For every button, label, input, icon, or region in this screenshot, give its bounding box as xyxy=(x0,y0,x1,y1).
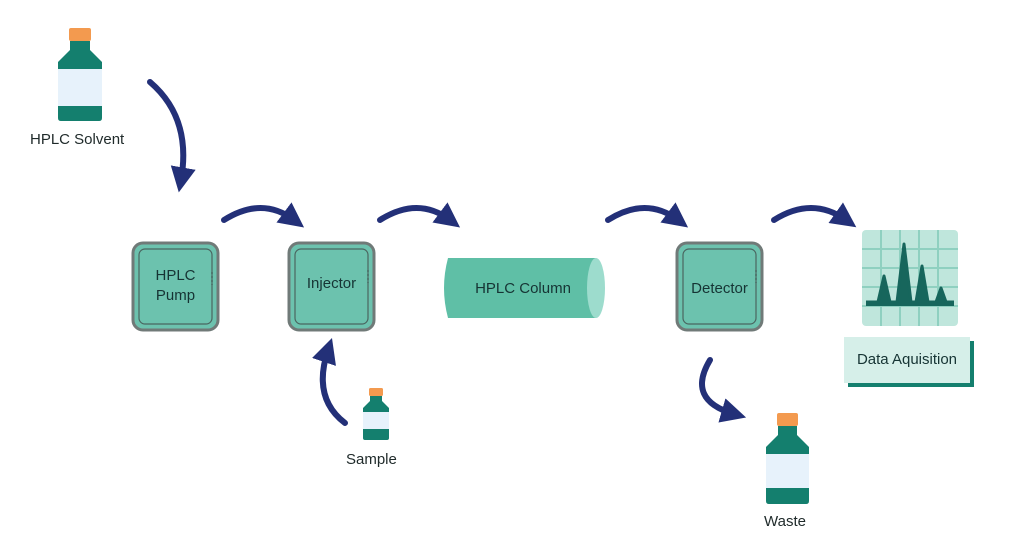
arrow-pump-to-injector xyxy=(221,202,305,228)
column-label: HPLC Column xyxy=(475,280,571,297)
sample-label: Sample xyxy=(346,451,397,468)
pump-label: HPLC Pump xyxy=(137,266,214,306)
arrow-sample-to-injector xyxy=(312,338,348,426)
solvent-bottle-icon xyxy=(58,28,102,121)
arrow-column-to-detector xyxy=(605,202,689,228)
arrow-solvent-to-pump xyxy=(147,79,196,193)
waste-bottle-icon xyxy=(766,413,809,504)
data-acquisition-label: Data Aquisition xyxy=(856,351,958,368)
detector-label: Detector xyxy=(691,280,748,297)
hplc-pump-box xyxy=(131,241,220,332)
hplc-column-cylinder xyxy=(444,258,605,318)
chromatogram-icon xyxy=(862,230,958,326)
waste-label: Waste xyxy=(764,513,806,530)
pump-label-line2: Pump xyxy=(155,287,196,304)
arrow-injector-to-column xyxy=(377,202,461,228)
sample-bottle-icon xyxy=(363,388,389,440)
solvent-label: HPLC Solvent xyxy=(30,131,125,148)
pump-label-line1: HPLC xyxy=(155,267,196,284)
arrow-detector-to-data xyxy=(771,202,857,228)
arrow-detector-to-waste xyxy=(699,357,747,423)
injector-label: Injector xyxy=(306,275,357,292)
injector-box xyxy=(287,241,376,332)
detector-box xyxy=(675,241,764,332)
data-acquisition-box xyxy=(844,337,974,387)
